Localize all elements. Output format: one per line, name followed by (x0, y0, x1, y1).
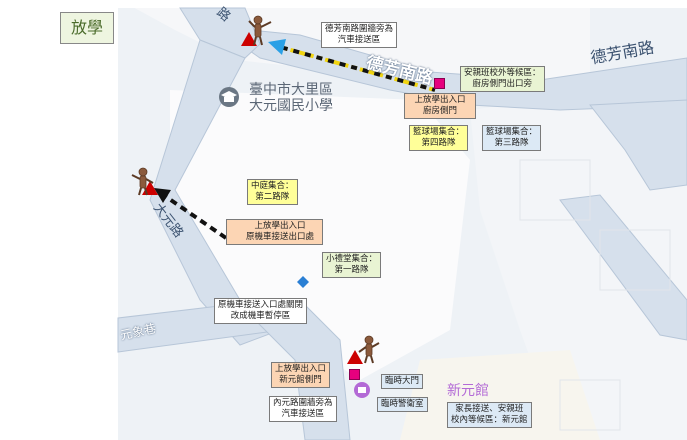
note-text: 第二路隊 (255, 192, 290, 202)
note-moto-closed: 原機車接送入口處關閉 改成機車暫停區 (214, 298, 308, 324)
note-text: 第一路隊 (334, 265, 369, 275)
diamond-marker-icon (297, 276, 309, 288)
route-defang-black (279, 45, 436, 92)
note-kitchen-gate: 上放學出入口 廚房側門 (404, 93, 476, 119)
note-defang-pickup: 德芳南路圍牆旁為 汽車接送區 (321, 22, 398, 48)
school-name-line-2: 大元國民小學 (249, 98, 333, 114)
note-text: 臨時警衛室 (381, 399, 424, 409)
warning-triangle-icon (347, 350, 363, 364)
white-page-margin (0, 0, 118, 440)
note-text: 臨時大門 (385, 376, 420, 386)
white-page-margin-top (0, 0, 687, 8)
note-text: 上放學出入口 (275, 364, 327, 374)
note-text: 新元館側門 (279, 375, 322, 385)
note-xinyuan-gate: 上放學出入口 新元館側門 (271, 362, 331, 388)
note-temp-gate: 臨時大門 (381, 374, 424, 389)
note-text: 安親班校外等候區： (464, 68, 541, 78)
person-pointing-icon (358, 335, 380, 364)
note-text: 改成機車暫停區 (230, 311, 291, 321)
location-pin-icon (354, 382, 370, 398)
note-text: 籃球場集合： (486, 127, 538, 137)
note-text: 上放學出入口 (254, 221, 306, 231)
gate-marker-xinyuan (349, 369, 360, 380)
note-small-hall-1: 小禮堂集合： 第一路隊 (322, 252, 382, 278)
note-parent-pickup: 家長接送、安親班 校內等候區：新元館 (447, 402, 532, 428)
note-text: 汽車接送區 (281, 409, 325, 419)
person-pointing-icon (131, 167, 154, 196)
school-icon (219, 87, 239, 107)
note-courtyard-2: 中庭集合： 第二路隊 (247, 179, 298, 205)
note-text: 原機車接送出口處 (245, 232, 314, 242)
building-label-xinyuan: 新元館 (447, 383, 489, 399)
person-pointing-icon (248, 15, 272, 46)
note-text: 小禮堂集合： (326, 254, 378, 264)
road-east (589, 99, 687, 191)
note-after-school-wait: 安親班校外等候區： 廚房側門出口旁 (460, 66, 545, 92)
note-court-3: 籃球場集合： 第三路隊 (482, 125, 542, 151)
roads (117, 7, 687, 440)
note-text: 上放學出入口 (414, 95, 466, 105)
warning-triangle-icon (241, 32, 257, 46)
note-text: 廚房側門 (422, 106, 457, 116)
note-text: 第三路隊 (494, 138, 529, 148)
note-moto-gate: 上放學出入口 原機車接送出口處 (226, 219, 323, 245)
page-title: 放學 (60, 12, 114, 44)
building-footprints (519, 159, 671, 431)
road-east-lower (559, 194, 687, 341)
note-text: 中庭集合： (251, 181, 294, 191)
note-text: 內元路圍牆旁為 (273, 398, 333, 408)
note-court-4: 籃球場集合： 第四路隊 (409, 125, 469, 151)
east-block (470, 80, 687, 440)
arrowhead-defang-icon (268, 39, 286, 55)
note-text: 廚房側門出口旁 (472, 79, 533, 89)
note-text: 家長接送、安親班 (455, 404, 524, 414)
route-west-black (163, 194, 228, 240)
gate-marker-kitchen (434, 78, 445, 89)
note-text: 汽車接送區 (337, 35, 381, 45)
route-arrows (154, 39, 436, 240)
note-text: 籃球場集合： (413, 127, 465, 137)
arrowhead-west-icon (154, 188, 171, 203)
note-text: 校內等候區：新元館 (451, 415, 528, 425)
school-name-line-1: 臺中市大里區 (249, 82, 333, 98)
note-text: 第四路隊 (421, 138, 456, 148)
road-top-left (179, 7, 261, 59)
note-text: 德芳南路圍牆旁為 (325, 24, 394, 34)
note-text: 原機車接送入口處關閉 (218, 300, 304, 310)
note-neiyuan-pickup: 內元路圍牆旁為 汽車接送區 (269, 396, 337, 422)
note-temp-guard: 臨時警衛室 (377, 397, 428, 412)
